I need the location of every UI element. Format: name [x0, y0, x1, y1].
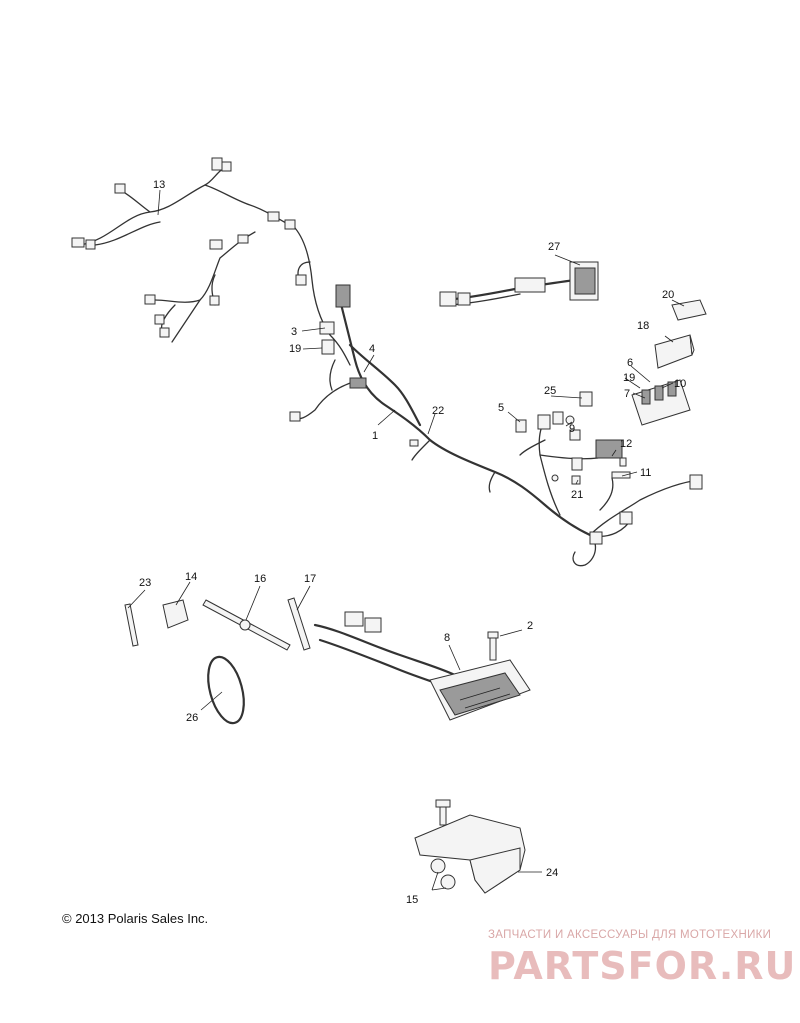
main-harness-1 [289, 284, 703, 567]
callout-9: 9 [569, 423, 575, 435]
leader-lines [127, 189, 685, 891]
part-27 [439, 261, 599, 307]
ties-and-clips [124, 597, 311, 725]
fuse-box-assembly [565, 299, 707, 485]
callout-3: 3 [291, 326, 297, 338]
callout-12: 12 [620, 438, 632, 450]
part-23 [124, 603, 139, 647]
callout-27: 27 [548, 241, 560, 253]
callout-24: 24 [546, 867, 558, 879]
watermark-logo: PARTSFOR.RU [488, 944, 797, 988]
callout-23: 23 [139, 577, 151, 589]
callout-25: 25 [544, 385, 556, 397]
callout-22: 22 [432, 405, 444, 417]
callout-21: 21 [571, 489, 583, 501]
copyright-notice: © 2013 Polaris Sales Inc. [62, 911, 209, 926]
watermark-tagline: ЗАПЧАСТИ И АКСЕССУАРЫ ДЛЯ МОТОТЕХНИКИ [488, 929, 772, 941]
callout-14: 14 [185, 571, 197, 583]
callout-26: 26 [186, 712, 198, 724]
part-26 [207, 655, 245, 725]
callout-2: 2 [527, 620, 533, 632]
part-18 [654, 334, 693, 369]
callout-17: 17 [304, 573, 316, 585]
callout-10: 10 [674, 378, 686, 390]
voltage-regulator-8 [313, 611, 531, 721]
callout-1: 1 [372, 430, 378, 442]
callout-19-b: 19 [289, 343, 301, 355]
callouts: 1 2 3 4 5 6 7 8 9 10 11 12 13 14 15 16 1… [139, 179, 686, 906]
callout-6: 6 [627, 357, 633, 369]
callout-18: 18 [637, 320, 649, 332]
callout-11: 11 [640, 467, 651, 479]
callout-5: 5 [498, 402, 504, 414]
callout-4: 4 [369, 343, 375, 355]
callout-20: 20 [662, 289, 674, 301]
callout-7: 7 [624, 388, 630, 400]
bracket-24 [414, 799, 526, 894]
part-25 [579, 391, 593, 407]
callout-15: 15 [406, 894, 418, 906]
harness-13 [71, 157, 351, 366]
callout-8: 8 [444, 632, 450, 644]
part-15 [430, 858, 446, 874]
callout-19-a: 19 [623, 372, 635, 384]
callout-13: 13 [153, 179, 165, 191]
part-14 [162, 599, 189, 629]
part-17 [287, 597, 311, 651]
callout-16: 16 [254, 573, 266, 585]
part-2 [487, 631, 499, 639]
part-20 [671, 299, 707, 321]
